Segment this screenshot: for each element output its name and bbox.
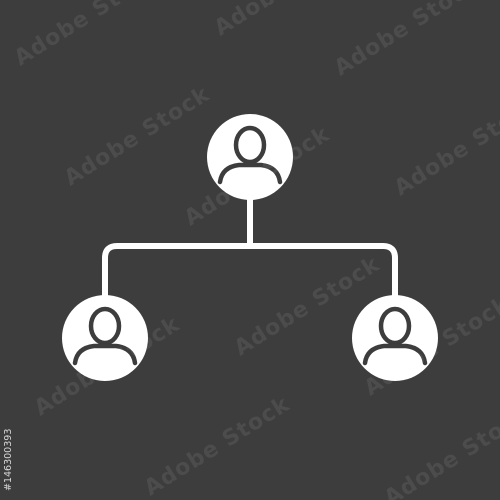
- person-node-top: [207, 114, 293, 200]
- person-avatar-icon: [352, 295, 438, 381]
- person-avatar-icon: [62, 295, 148, 381]
- person-node-left: [62, 295, 148, 381]
- person-node-right: [352, 295, 438, 381]
- connector-lines: [102, 192, 398, 300]
- stock-id-label: #146300393: [3, 428, 14, 491]
- person-avatar-icon: [207, 114, 293, 200]
- horizontal-connector: [102, 243, 398, 300]
